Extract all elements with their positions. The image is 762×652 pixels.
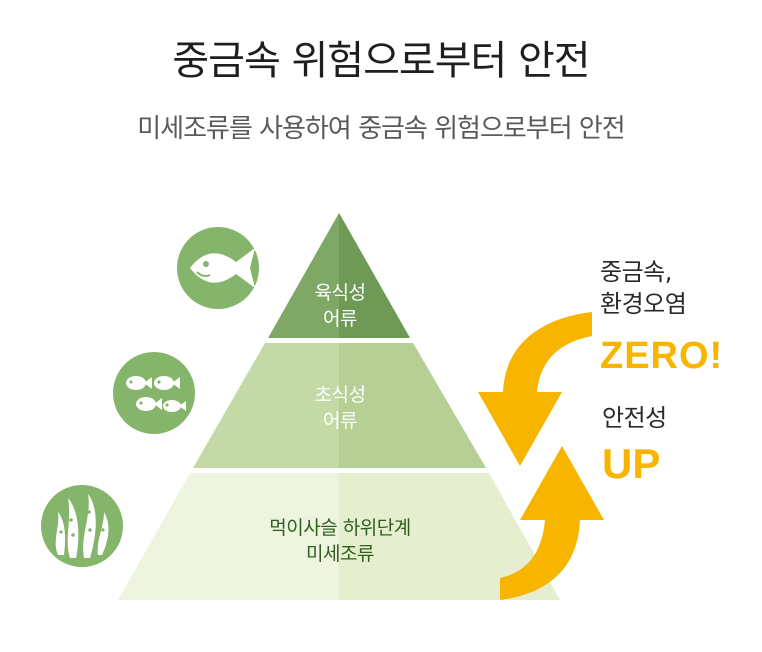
heavy-metal-callout: 중금속, 환경오염 <box>600 258 687 318</box>
pyramid <box>118 213 560 600</box>
zero-label: ZERO! <box>600 335 724 377</box>
fish-school-icon <box>113 352 195 434</box>
tier-label-microalgae: 먹이사슬 하위단계 미세조류 <box>269 517 411 565</box>
page-title: 중금속 위험으로부터 안전 <box>172 38 590 84</box>
safety-label: 안전성 <box>602 404 667 432</box>
tier-label-herbivorous-fish: 초식성 어류 <box>314 384 366 432</box>
fish-icon <box>177 227 259 309</box>
page-subtitle: 미세조류를 사용하여 중금속 위험으로부터 안전 <box>137 114 625 144</box>
safety-up-arrow <box>500 446 604 600</box>
algae-icon <box>41 485 123 567</box>
tier-label-carnivorous-fish: 육식성 어류 <box>314 282 366 330</box>
heavy-metal-down-arrow <box>478 312 592 466</box>
up-label: UP <box>602 440 661 487</box>
